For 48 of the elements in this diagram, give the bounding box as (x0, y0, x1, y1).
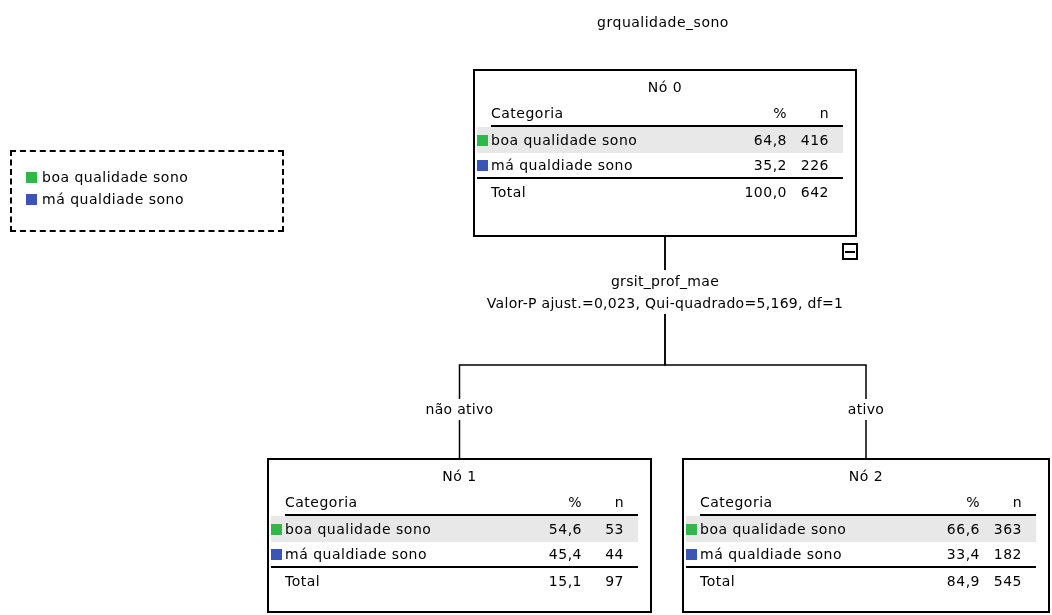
table-cell-text: 54,6 (547, 519, 582, 539)
node-title: Nó 0 (647, 78, 683, 97)
table-cell-text: 53 (604, 519, 624, 539)
tree-title: grqualidade_sono (596, 13, 730, 32)
column-header: n (1011, 492, 1022, 512)
table-cell-text: boa qualidade sono (491, 130, 639, 150)
table-cell-text: 45,4 (547, 544, 582, 564)
node-title: Nó 2 (848, 467, 884, 486)
edge-label: ativo (846, 399, 886, 420)
table-cell-text: 66,6 (945, 519, 980, 539)
table-cell-text: má qualdiade sono (285, 544, 428, 564)
table-cell-text: 15,1 (547, 571, 582, 591)
table-cell-text: má qualdiade sono (491, 155, 634, 175)
table-cell-text: 416 (799, 130, 829, 150)
table-cell-text: 33,4 (945, 544, 980, 564)
column-header: Categoria (700, 492, 774, 512)
table-cell-text: boa qualidade sono (700, 519, 848, 539)
column-header: % (772, 103, 787, 123)
table-cell-text: 363 (992, 519, 1022, 539)
column-header: Categoria (285, 492, 359, 512)
node-title: Nó 1 (442, 467, 477, 486)
tree-node-box (682, 458, 1050, 613)
table-cell-text: 545 (992, 571, 1022, 591)
table-cell-text: 642 (799, 182, 829, 202)
tree-node-box (267, 458, 652, 613)
table-cell-text: boa qualidade sono (285, 519, 433, 539)
table-cell-text: Total (700, 571, 737, 591)
table-cell-text: Total (491, 182, 528, 202)
legend-label: má qualdiade sono (42, 189, 184, 209)
legend-label: boa qualidade sono (42, 167, 189, 187)
column-header: % (965, 492, 980, 512)
table-cell-text: 100,0 (743, 182, 787, 202)
edge-label: não ativo (424, 399, 495, 420)
tree-node-box (473, 69, 857, 237)
column-header: n (818, 103, 829, 123)
table-cell-text: 84,9 (945, 571, 980, 591)
table-cell-text: 226 (799, 155, 829, 175)
column-header: n (613, 492, 624, 512)
table-cell-text: 182 (992, 544, 1022, 564)
table-cell-text: 64,8 (752, 130, 787, 150)
split-label: grsit_prof_mae (608, 270, 722, 292)
table-cell-text: 35,2 (752, 155, 787, 175)
table-cell-text: 44 (604, 544, 624, 564)
column-header: Categoria (491, 103, 565, 123)
column-header: % (567, 492, 582, 512)
table-cell-text: má qualdiade sono (700, 544, 843, 564)
table-cell-text: 97 (604, 571, 624, 591)
table-cell-text: Total (285, 571, 322, 591)
